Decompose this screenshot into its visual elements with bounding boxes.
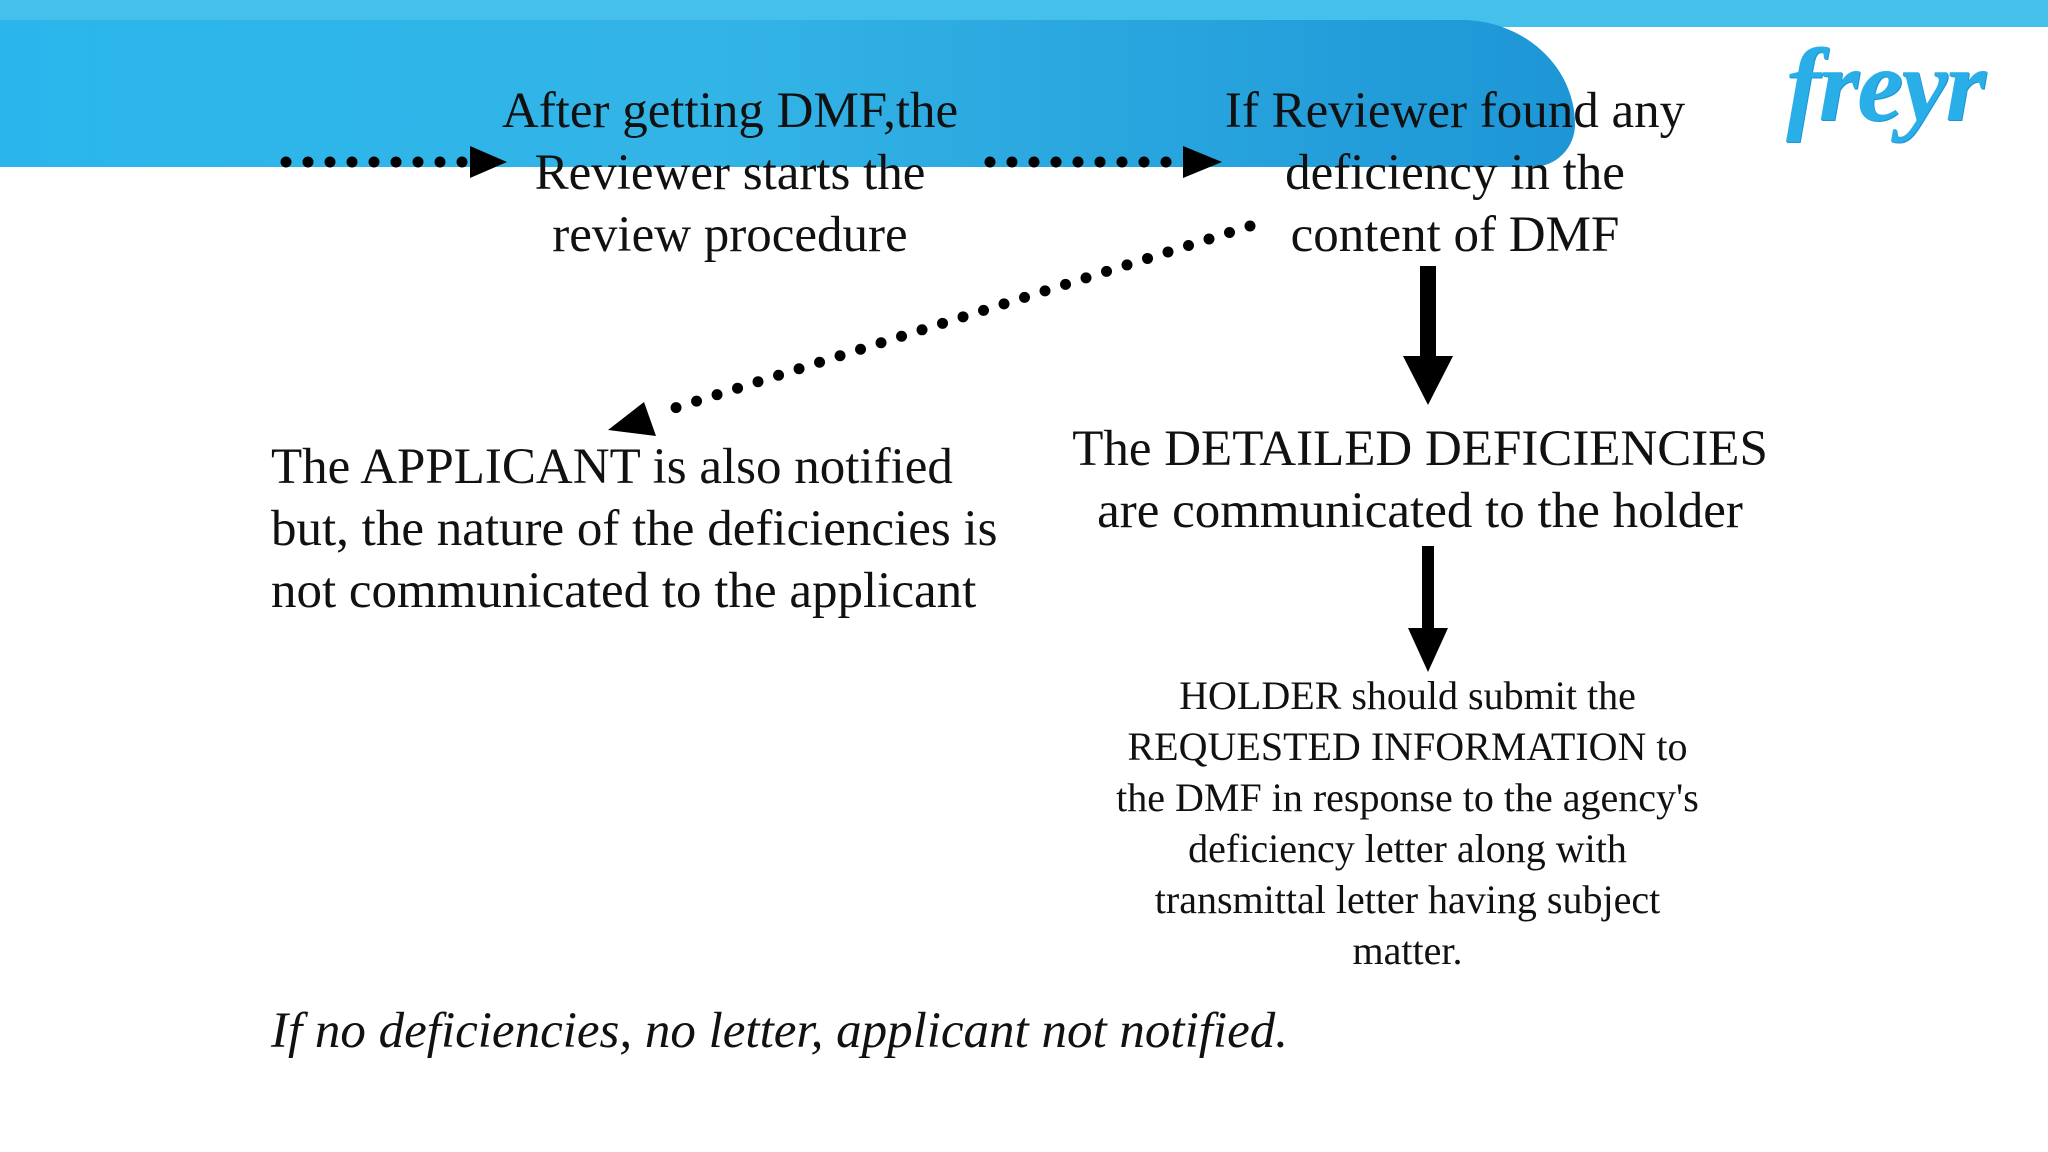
step-holder-submits: HOLDER should submit the REQUESTED INFOR… [1075,670,1740,976]
freyr-logo: freyr [1786,27,1986,143]
step-deficiency-line: deficiency in the [1285,145,1625,201]
step-review-line: After getting DMF,the [501,83,959,139]
step-submit-line: transmittal letter having subject [1154,877,1661,922]
step-submit-line: HOLDER should submit the [1179,673,1636,718]
step-review-line: Reviewer starts the [534,145,926,201]
step-deficiency-found: If Reviewer found any deficiency in the … [1200,80,1710,266]
footnote: If no deficiencies, no letter, applicant… [271,1003,1288,1059]
step-applicant-line: The APPLICANT is also notified [271,439,953,495]
solid-arrow-deficiency-to-holder [1403,266,1453,405]
step-holder-line: are communicated to the holder [1097,483,1743,539]
step-review-line: review procedure [552,207,908,263]
step-applicant-line: not communicated to the applicant [271,563,977,619]
step-submit-line: the DMF in response to the agency's [1116,775,1699,820]
step-submit-line: deficiency letter along with [1188,826,1627,871]
header-band [0,20,1575,167]
step-submit-line: matter. [1352,928,1463,973]
dotted-arrow-start-to-review [280,146,507,178]
dotted-arrow-review-to-deficiency [984,146,1222,178]
step-deficiency-line: If Reviewer found any [1224,83,1686,139]
step-holder-line: The DETAILED DEFICIENCIES [1072,421,1768,477]
step-submit-line: REQUESTED INFORMATION to [1127,724,1688,769]
step-applicant-line: but, the nature of the deficiencies is [271,501,998,557]
step-review-procedure: After getting DMF,the Reviewer starts th… [470,80,990,266]
dotted-arrow-deficiency-to-applicant [608,220,1256,436]
step-holder-communicated: The DETAILED DEFICIENCIES are communicat… [1060,418,1780,542]
step-applicant-notified: The APPLICANT is also notified but, the … [271,436,1031,622]
solid-arrow-holder-to-submit [1408,546,1448,672]
step-deficiency-line: content of DMF [1290,207,1620,263]
